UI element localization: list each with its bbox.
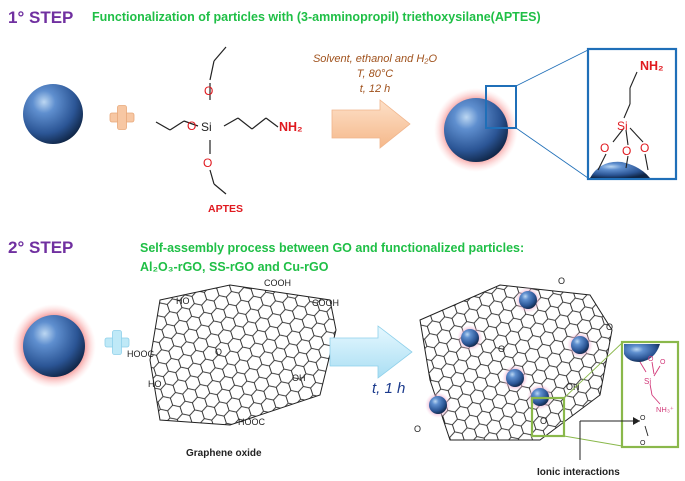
rgo-particle-3 [571,336,589,354]
zoom-green-o-carboxyl-2: O [640,440,646,447]
rgo-functional-groups: O O O OH O O [414,276,613,434]
plus-icon [109,105,135,130]
rgo-oh: OH [566,382,580,392]
zoom-green-particle [624,344,660,362]
go-cooh-right: COOH [312,298,339,308]
aptes-o-top: O [204,84,213,98]
zoom-green-o-1: O [648,356,654,363]
step1-title: Functionalization of particles with (3-a… [92,10,541,24]
go-hooc-left: HOOC [127,349,155,359]
zoom-line-bottom [515,127,589,179]
rgo-o-bottom: O [414,424,421,434]
rgo-particle-5 [429,396,447,414]
step2-label: 2° STEP [8,238,74,257]
zoom-green-o-2: O [660,359,666,366]
step2-subtitle: Al₂O₃-rGO, SS-rGO and Cu-rGO [140,260,329,274]
conditions-temperature: T, 80°C [356,68,394,80]
step1-label: 1° STEP [8,8,74,27]
zoom-o-middle: O [622,144,631,158]
aptes-amine: NH₂ [279,120,303,134]
ionic-pointer-arrowhead [633,417,640,425]
zoom-box [586,47,678,181]
rgo-o-right: O [606,322,613,332]
zoom-source-box [485,85,517,129]
zoom-green-bonds [639,361,661,405]
go-oh-right: OH [292,373,306,383]
go-functional-groups: COOH HO COOH HOOC O HO OH HOOC [127,278,339,427]
zoom-line-green-bottom [563,435,623,447]
zoom-particle-surface [590,161,650,178]
zoom-green-carboxyl-bond [644,425,649,437]
zoom-line-green-top [563,342,623,399]
rgo-o-middle: O [498,344,505,354]
go-o-epoxy: O [215,347,222,357]
aptes-molecule [155,46,279,195]
go-ho-left: HO [148,379,162,389]
zoom-silane-bonds [597,71,649,171]
zoom-green-si: Si [644,377,651,386]
zoom-green-o-carboxyl: O [640,415,646,422]
particle-functionalized-step2 [23,315,85,377]
zoom-source-box-green [530,396,566,438]
rgo-particle-1 [519,291,537,309]
aptes-si: Si [201,120,212,134]
rgo-o-bottom-right: O [540,416,547,426]
particle-functionalized [444,98,508,162]
step2-title: Self-assembly process between GO and fun… [140,241,525,255]
conditions-solvent: Solvent, ethanol and H₂O [312,53,438,65]
rgo-o-top: O [558,276,565,286]
go-hooc-bottom: HOOC [238,417,266,427]
go-cooh-top: COOH [264,278,291,288]
aptes-o-left: O [187,119,196,133]
aptes-o-bottom: O [203,156,212,170]
rgo-particle-2 [461,329,479,347]
zoom-si: Si [617,119,628,133]
zoom-o-left: O [600,141,609,155]
conditions-time: t, 12 h [359,83,391,95]
go-ho-top: HO [176,296,190,306]
step2-time-label: t, 1 h [372,380,406,397]
zoom-green-amine: NH₃⁺ [656,405,674,414]
step2-arrow [329,325,413,379]
zoom-line-top [515,49,589,87]
plus-icon-blue [104,330,130,355]
zoom-amine: NH₂ [640,59,664,73]
rgo-particle-4 [506,369,524,387]
zoom-o-right: O [640,141,649,155]
reaction-conditions: Solvent, ethanol and H₂O T, 80°C t, 12 h [300,52,450,97]
step1-arrow [331,99,411,149]
aptes-label: APTES [208,203,244,215]
ionic-interactions-caption: Ionic interactions [537,467,620,478]
particle-bare [23,84,83,144]
graphene-oxide-caption: Graphene oxide [186,448,262,459]
